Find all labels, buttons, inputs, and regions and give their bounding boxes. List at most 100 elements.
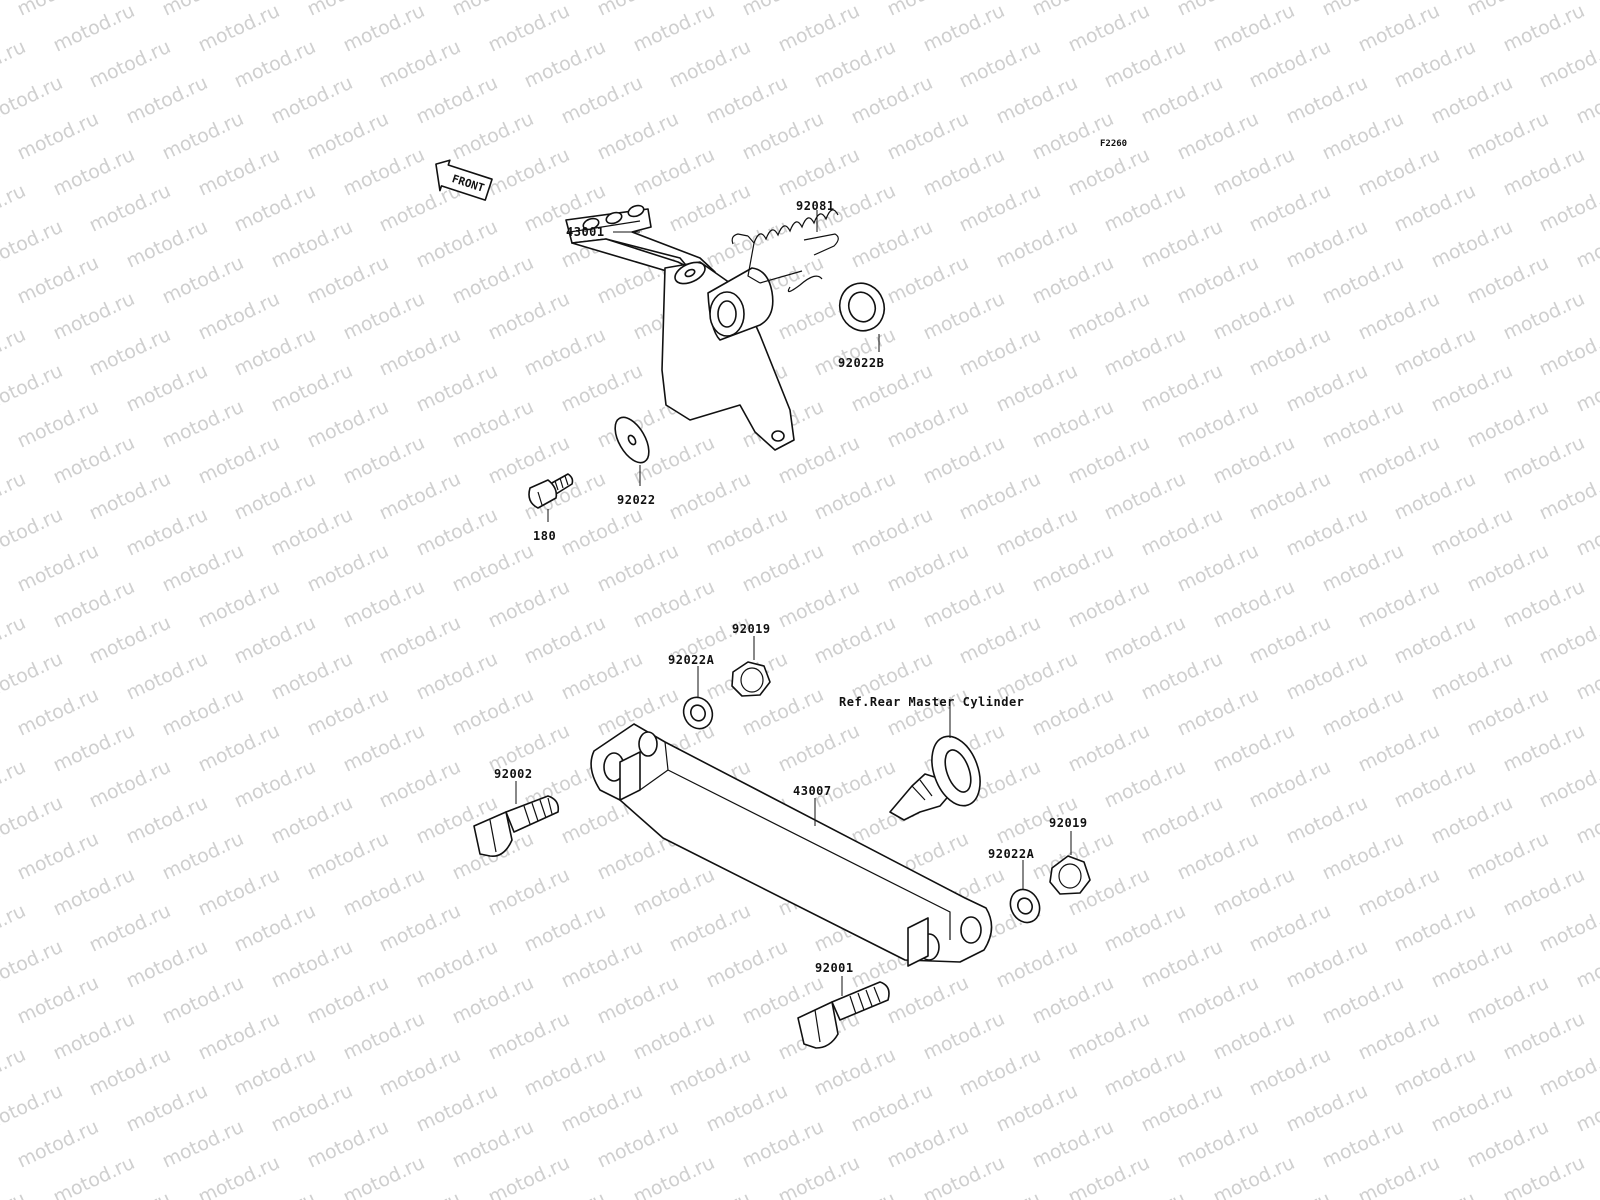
watermark-text: motod.ru (1500, 288, 1588, 345)
watermark-text: motod.ru (50, 0, 138, 57)
watermark-text: motod.ru (340, 1152, 428, 1200)
watermark-text: motod.ru (811, 36, 899, 93)
watermark-text: motod.ru (594, 108, 682, 165)
watermark-text: motod.ru (1065, 288, 1153, 345)
watermark-text: motod.ru (159, 108, 247, 165)
watermark-text: motod.ru (485, 576, 573, 633)
watermark-text: motod.ru (848, 1080, 936, 1137)
watermark-text: motod.ru (1536, 324, 1600, 381)
watermark-text: motod.ru (1573, 216, 1600, 273)
watermark-text: motod.ru (1101, 36, 1189, 93)
part-label-180: 180 (533, 529, 556, 543)
watermark-text: motod.ru (413, 504, 501, 561)
brake-pedal-part (565, 204, 795, 451)
watermark-text: motod.ru (775, 1152, 863, 1200)
watermark-text: motod.ru (1536, 36, 1600, 93)
watermark-text: motod.ru (1464, 972, 1552, 1029)
watermark-text: motod.ru (14, 396, 102, 453)
watermark-text: motod.ru (376, 324, 464, 381)
watermark-text: motod.ru (195, 1008, 283, 1065)
watermark-text: motod.ru (50, 1008, 138, 1065)
watermark-text: motod.ru (0, 72, 66, 129)
watermark-text: motod.ru (1065, 144, 1153, 201)
watermark-text: motod.ru (1464, 828, 1552, 885)
watermark-text: motod.ru (884, 540, 972, 597)
watermark-text: motod.ru (666, 1044, 754, 1101)
watermark-text: motod.ru (1246, 756, 1334, 813)
washer-92022B-part (838, 282, 886, 332)
watermark-text: motod.ru (50, 864, 138, 921)
watermark-text: motod.ru (123, 648, 211, 705)
watermark-text: motod.ru (1101, 900, 1189, 957)
watermark-text: motod.ru (0, 36, 29, 93)
watermark-text: motod.ru (1246, 468, 1334, 525)
watermark-text: motod.ru (1283, 648, 1371, 705)
master-cylinder-clevis-part (889, 735, 981, 821)
watermark-text: motod.ru (703, 1080, 791, 1137)
part-label-92001: 92001 (815, 961, 854, 975)
watermark-text: motod.ru (268, 648, 356, 705)
watermark-text: motod.ru (1138, 936, 1226, 993)
watermark-text: motod.ru (1283, 216, 1371, 273)
watermark-text: motod.ru (630, 0, 718, 57)
watermark-text: motod.ru (1391, 180, 1479, 237)
watermark-text: motod.ru (376, 756, 464, 813)
watermark-text: motod.ru (0, 936, 66, 993)
watermark-text: motod.ru (1536, 180, 1600, 237)
watermark-text: motod.ru (1065, 0, 1153, 57)
watermark-text: motod.ru (268, 792, 356, 849)
watermark-text: motod.ru (1246, 36, 1334, 93)
watermark-text: motod.ru (86, 756, 174, 813)
watermark-text: motod.ru (413, 1080, 501, 1137)
nut-92019-bottom-part (1049, 855, 1091, 895)
watermark-text: motod.ru (159, 972, 247, 1029)
watermark-text: motod.ru (1500, 720, 1588, 777)
return-spring-part (731, 209, 839, 293)
watermark-text: motod.ru (993, 504, 1081, 561)
watermark-text: motod.ru (666, 900, 754, 957)
watermark-text: motod.ru (14, 972, 102, 1029)
watermark-text: motod.ru (0, 900, 29, 957)
watermark-text: motod.ru (884, 1116, 972, 1173)
watermark-text: motod.ru (485, 0, 573, 57)
watermark-text: motod.ru (50, 432, 138, 489)
watermark-text: motod.ru (521, 1044, 609, 1101)
part-label-92019-top: 92019 (732, 622, 771, 636)
watermark-text: motod.ru (993, 72, 1081, 129)
watermark-text: motod.ru (195, 0, 283, 57)
watermark-text: motod.ru (123, 936, 211, 993)
watermark-text: motod.ru (1464, 684, 1552, 741)
watermark-text: motod.ru (485, 288, 573, 345)
washer-92022A-bottom-part (1009, 888, 1041, 924)
watermark-text: motod.ru (1283, 360, 1371, 417)
watermark-text: motod.ru (920, 576, 1008, 633)
watermark-text: motod.ru (884, 252, 972, 309)
watermark-text: motod.ru (159, 540, 247, 597)
watermark-text: motod.ru (1210, 0, 1298, 57)
watermark-text: motod.ru (50, 1152, 138, 1200)
watermark-text: motod.ru (449, 396, 537, 453)
watermark-text: motod.ru (268, 216, 356, 273)
watermark-text: motod.ru (1101, 1044, 1189, 1101)
watermark-text: motod.ru (413, 360, 501, 417)
watermark-text: motod.ru (1101, 468, 1189, 525)
watermark-text: motod.ru (1319, 108, 1407, 165)
watermark-text: motod.ru (195, 432, 283, 489)
watermark-text: motod.ru (304, 1116, 392, 1173)
watermark-text: motod.ru (1500, 1008, 1588, 1065)
watermark-text: motod.ru (195, 144, 283, 201)
watermark-text: motod.ru (775, 144, 863, 201)
watermark-text: motod.ru (231, 612, 319, 669)
watermark-text: motod.ru (956, 180, 1044, 237)
watermark-text: motod.ru (231, 324, 319, 381)
watermark-text: motod.ru (1573, 504, 1600, 561)
watermark-text: motod.ru (594, 540, 682, 597)
watermark-text: motod.ru (1355, 864, 1443, 921)
watermark-text: motod.ru (449, 540, 537, 597)
front-arrow-icon: FRONT (435, 159, 493, 201)
watermark-text: motod.ru (1500, 144, 1588, 201)
watermark-text: motod.ru (1319, 540, 1407, 597)
watermark-text: motod.ru (1536, 612, 1600, 669)
watermark-text: motod.ru (811, 612, 899, 669)
